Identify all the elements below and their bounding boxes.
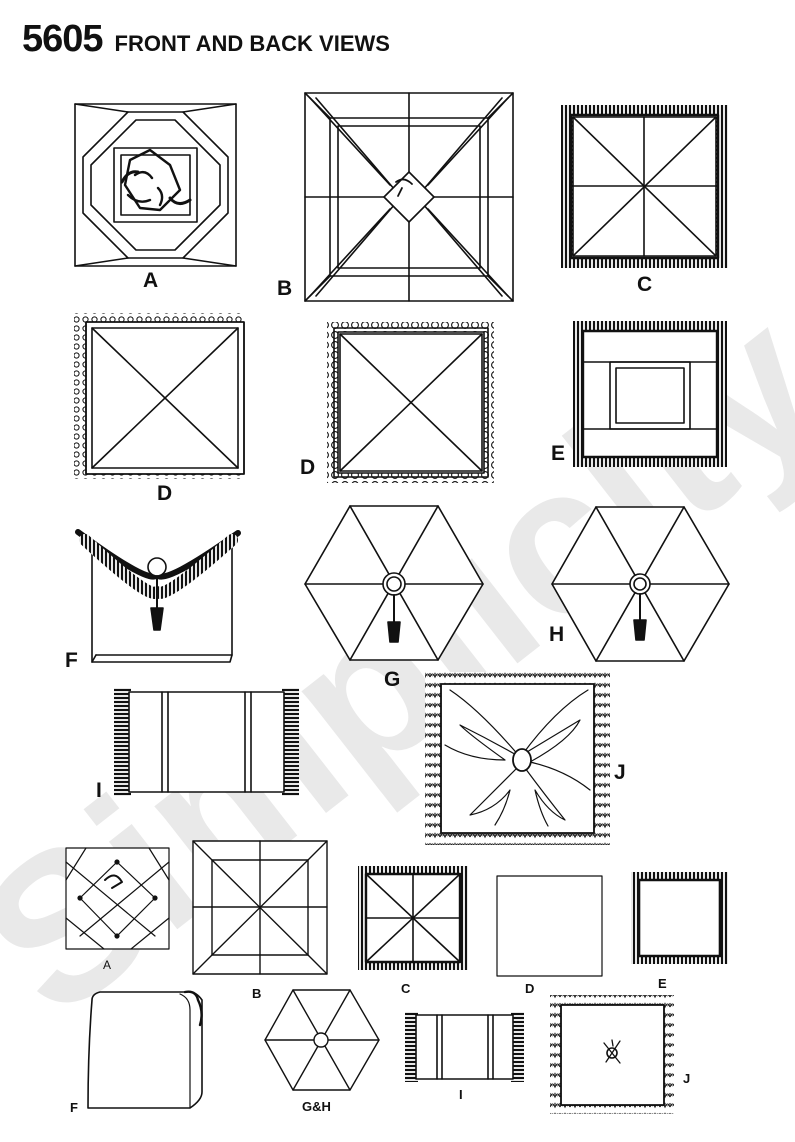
label-back-c: C (401, 981, 411, 996)
label-back-f: F (70, 1100, 78, 1115)
front-view-i (114, 688, 299, 796)
label-front-b: B (277, 277, 292, 300)
back-view-gh (264, 989, 380, 1091)
label-front-d-center: D (300, 456, 315, 479)
front-view-a (74, 103, 237, 267)
front-view-b (304, 92, 514, 302)
label-back-b: B (252, 986, 261, 1001)
front-view-j (425, 672, 610, 845)
back-view-j (550, 995, 674, 1114)
label-front-g: G (384, 668, 400, 691)
label-front-i: I (96, 779, 102, 802)
label-front-a: A (143, 269, 158, 292)
label-back-gh: G&H (302, 1099, 331, 1114)
front-view-h (551, 506, 730, 662)
label-back-i: I (459, 1087, 463, 1102)
label-back-a: A (103, 958, 111, 972)
label-back-j: J (683, 1071, 690, 1086)
front-view-d-left (74, 313, 245, 479)
header: 5605 FRONT AND BACK VIEWS (22, 18, 390, 61)
label-front-d-left: D (157, 482, 172, 505)
back-view-c (358, 866, 468, 970)
front-view-c (561, 105, 728, 268)
back-view-a (65, 847, 170, 950)
page-title: FRONT AND BACK VIEWS (114, 31, 390, 56)
back-view-i (405, 1012, 524, 1082)
front-view-d-center (327, 322, 494, 483)
pattern-number: 5605 (22, 18, 104, 60)
label-front-h: H (549, 623, 564, 646)
label-front-f: F (65, 649, 78, 672)
front-view-g (304, 505, 484, 661)
label-front-j: J (614, 761, 626, 784)
back-view-e (631, 872, 728, 964)
front-view-e (573, 321, 727, 467)
label-back-e: E (658, 976, 667, 991)
back-view-b (192, 840, 328, 975)
back-view-f (87, 990, 203, 1109)
back-view-d (496, 875, 603, 977)
label-back-d: D (525, 981, 534, 996)
labels: A B C D D E F G H I J A B C D E F G&H I … (65, 269, 690, 1115)
label-front-c: C (637, 273, 652, 296)
label-front-e: E (551, 442, 565, 465)
front-view-f (75, 529, 241, 663)
